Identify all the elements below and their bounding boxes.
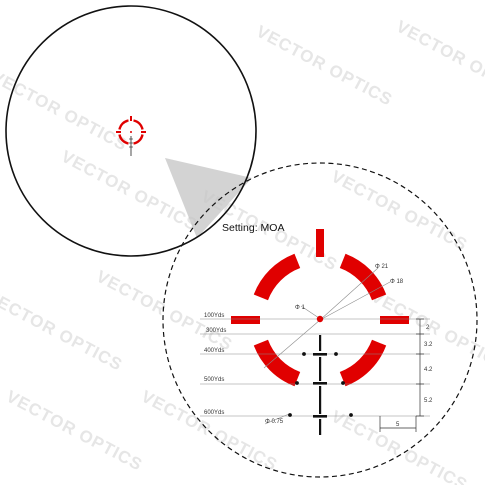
- watermark-2: VECTOR OPTICS: [393, 17, 485, 105]
- holdover-dot-diameter-label: Φ 0.75: [265, 419, 284, 425]
- spacing-label-4-2: 4.2: [424, 367, 433, 373]
- ring-segment-top-right: [339, 253, 387, 301]
- spacing-label-5: 5: [396, 422, 400, 428]
- range-labels: 100Yds 300Yds 400Yds 500Yds 600Yds: [204, 313, 226, 416]
- watermark-12: VECTOR OPTICS: [328, 407, 471, 485]
- wind-dot: [349, 413, 353, 417]
- wind-dot: [288, 413, 292, 417]
- ring-segment-top-left: [253, 253, 301, 301]
- watermark-7: VECTOR OPTICS: [0, 287, 126, 375]
- range-label-600: 600Yds: [204, 410, 224, 416]
- ring-segment-bottom-right: [339, 339, 387, 387]
- spacing-label-2: 2: [426, 325, 430, 331]
- bdc-stem-1: [319, 335, 322, 351]
- wind-dot: [295, 381, 299, 385]
- spacing-label-3-2: 3.2: [424, 342, 433, 348]
- bdc-stem-4: [319, 419, 322, 435]
- bdc-bar-1: [313, 353, 327, 356]
- bdc-bar-2: [313, 382, 327, 385]
- bdc-stadia: [288, 335, 353, 435]
- spacing-labels: 2 3.2 4.2 5.2 5: [396, 325, 433, 428]
- magnified-circle: [162, 162, 478, 478]
- range-label-400: 400Yds: [204, 348, 224, 354]
- watermark-1: VECTOR OPTICS: [253, 22, 396, 110]
- wind-dot: [334, 352, 338, 356]
- wind-dot: [341, 381, 345, 385]
- outer-diameter-label: Φ 21: [375, 264, 389, 270]
- zoom-connector: [165, 158, 252, 238]
- watermark-layer: VECTOR OPTICS VECTOR OPTICS VECTOR OPTIC…: [0, 17, 485, 485]
- reticle-ring: [231, 229, 409, 387]
- right-post: [380, 316, 409, 324]
- setting-label: Setting: MOA: [222, 222, 284, 234]
- overview-circle: [5, 5, 257, 257]
- diameter-labels: Φ 21 Φ 18 Φ 1 Φ 0.75: [265, 264, 404, 425]
- overview-reticle: [116, 116, 146, 156]
- watermark-10: VECTOR OPTICS: [3, 387, 146, 475]
- watermark-6: VECTOR OPTICS: [328, 167, 471, 255]
- center-dot-diameter-label: Φ 1: [295, 305, 305, 311]
- inner-diameter-label: Φ 18: [390, 279, 404, 285]
- top-post: [316, 229, 324, 257]
- range-label-100: 100Yds: [204, 313, 224, 319]
- guide-lines: [200, 267, 430, 425]
- range-label-300: 300Yds: [206, 328, 226, 334]
- watermark-3: VECTOR OPTICS: [0, 67, 131, 155]
- bdc-stem-2: [319, 357, 322, 381]
- wind-dot: [302, 352, 306, 356]
- bdc-bar-3: [313, 415, 327, 418]
- bdc-stem-3: [319, 386, 322, 414]
- dimension-bars: [379, 318, 424, 432]
- ring-segment-bottom-left: [253, 339, 301, 387]
- center-dot: [316, 315, 324, 323]
- left-post: [231, 316, 260, 324]
- range-label-500: 500Yds: [204, 377, 224, 383]
- spacing-label-5-2: 5.2: [424, 398, 433, 404]
